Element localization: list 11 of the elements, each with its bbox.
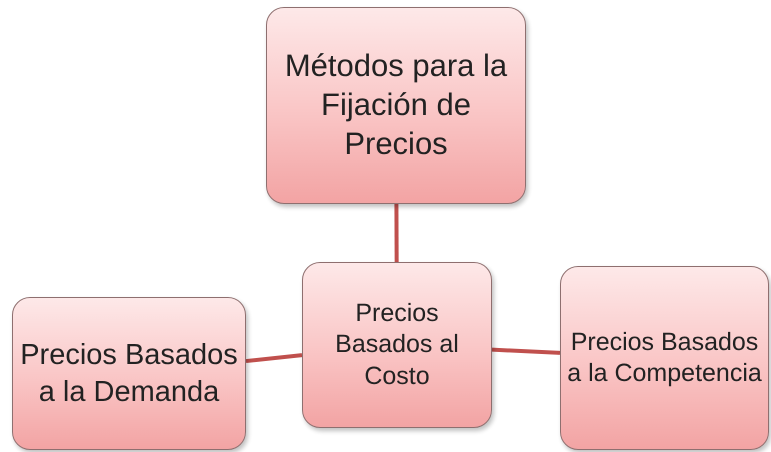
rounded-box: [266, 7, 526, 204]
connector-line: [394, 204, 399, 262]
box-text: Precios Basados a la Demanda: [19, 338, 239, 410]
rounded-box: [302, 262, 492, 428]
connector-line: [246, 353, 302, 364]
connector-line: [492, 348, 560, 355]
box-text: Métodos para la Fijación de Precios: [284, 47, 508, 163]
rounded-box: [560, 266, 769, 450]
box-text: Precios Basados a la Competencia: [567, 326, 762, 389]
rounded-box: [12, 297, 246, 450]
box-text: Precios Basados al Costo: [334, 298, 460, 392]
